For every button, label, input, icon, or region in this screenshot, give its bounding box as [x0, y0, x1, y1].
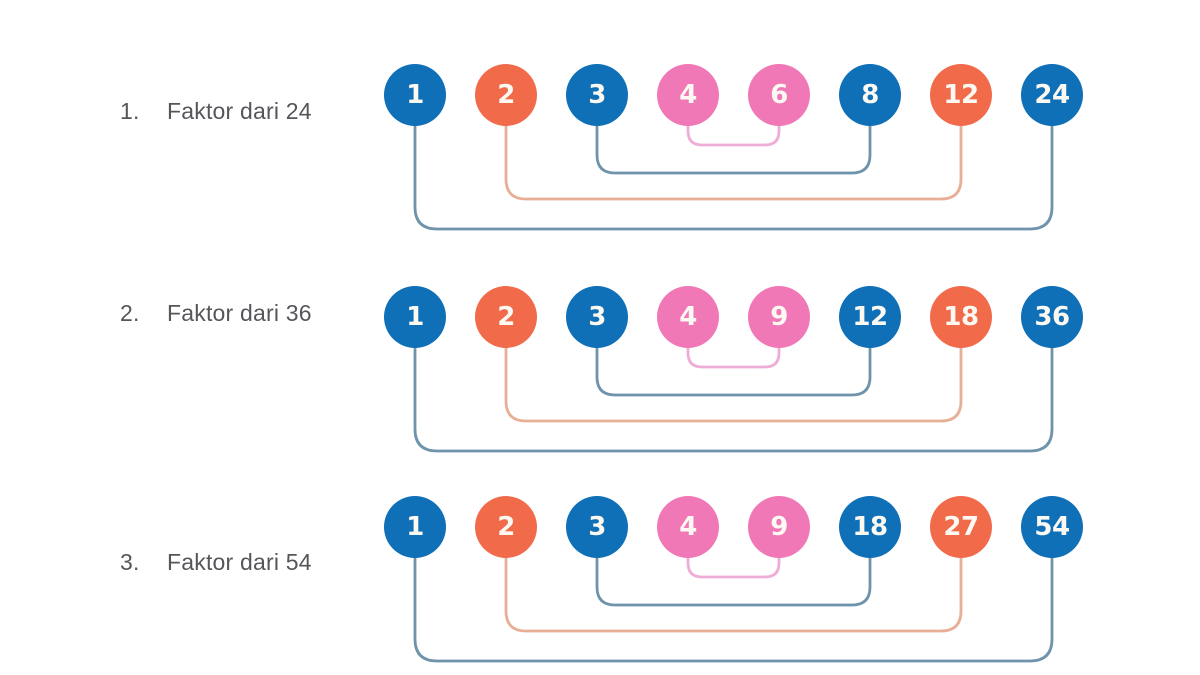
factor-circle-27: 27: [930, 496, 992, 558]
row-label-3: 3. Faktor dari 54: [120, 548, 312, 576]
factor-circle-2: 2: [475, 286, 537, 348]
pair-arc-1-24: [413, 95, 1054, 231]
pair-arc-2-27: [504, 527, 963, 633]
factor-circle-54: 54: [1021, 496, 1083, 558]
factor-circle-6: 6: [748, 64, 810, 126]
factor-circle-12: 12: [839, 286, 901, 348]
row-1-title: Faktor dari 24: [167, 98, 312, 124]
row-label-1: 1. Faktor dari 24: [120, 97, 312, 125]
factor-circle-3: 3: [566, 496, 628, 558]
factor-circle-4: 4: [657, 64, 719, 126]
factor-circle-18: 18: [930, 286, 992, 348]
pair-arc-2-18: [504, 317, 963, 423]
pair-arc-4-6: [686, 95, 781, 147]
factor-circle-1: 1: [384, 496, 446, 558]
row-2-index: 2.: [120, 300, 140, 326]
factor-circle-24: 24: [1021, 64, 1083, 126]
factor-circle-12: 12: [930, 64, 992, 126]
pair-arc-3-8: [595, 95, 872, 175]
row-1-index: 1.: [120, 98, 140, 124]
factor-circle-3: 3: [566, 64, 628, 126]
factor-circle-9: 9: [748, 286, 810, 348]
pair-arc-3-18: [595, 527, 872, 607]
pair-arc-1-36: [413, 317, 1054, 453]
pair-arc-2-12: [504, 95, 963, 201]
pair-arc-3-12: [595, 317, 872, 397]
row-3-index: 3.: [120, 549, 140, 575]
factor-circle-9: 9: [748, 496, 810, 558]
pair-arc-1-54: [413, 527, 1054, 663]
pair-arc-4-9: [686, 527, 781, 579]
factor-circle-18: 18: [839, 496, 901, 558]
row-label-2: 2. Faktor dari 36: [120, 299, 312, 327]
row-2-title: Faktor dari 36: [167, 300, 312, 326]
factor-circle-8: 8: [839, 64, 901, 126]
factor-circle-2: 2: [475, 496, 537, 558]
factor-circle-36: 36: [1021, 286, 1083, 348]
factor-circle-2: 2: [475, 64, 537, 126]
row-3-title: Faktor dari 54: [167, 549, 312, 575]
pair-arc-4-9: [686, 317, 781, 369]
factor-circle-3: 3: [566, 286, 628, 348]
factor-circle-1: 1: [384, 64, 446, 126]
factor-circle-4: 4: [657, 496, 719, 558]
factor-circle-1: 1: [384, 286, 446, 348]
factor-circle-4: 4: [657, 286, 719, 348]
